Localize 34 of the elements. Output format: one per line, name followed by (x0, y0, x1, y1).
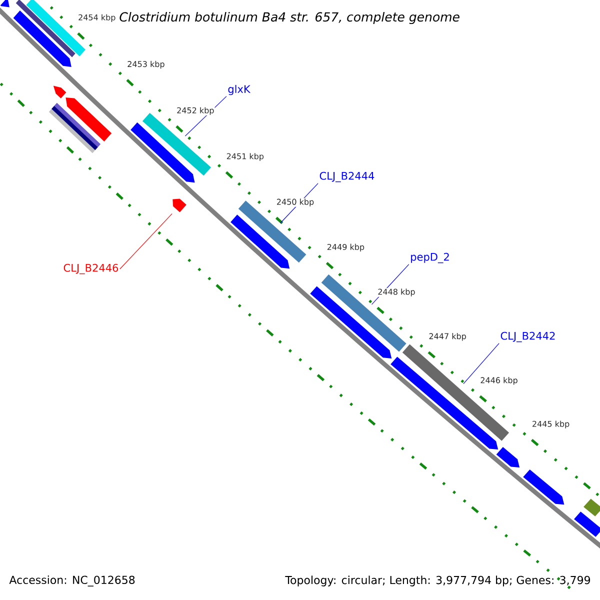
gene-label: pepD_2 (411, 252, 449, 264)
scale-label: 2452 kbp (176, 106, 215, 116)
scale-label: 2447 kbp (428, 332, 467, 342)
gene-feature (230, 214, 290, 269)
scale-label: 2451 kbp (226, 152, 265, 162)
footer-text: Topology: circular; Length: 3,977,794 bp; Genes: 3,799 (285, 576, 590, 586)
gene-feature (390, 356, 498, 450)
gene-label: CLJ_B2444 (320, 172, 374, 182)
scale-label: 2448 kbp (377, 288, 416, 297)
scale-label: 2445 kbp (531, 420, 570, 429)
leader-line (463, 343, 500, 384)
gene-bar (16, 0, 76, 58)
gene-feature (496, 447, 520, 468)
gene-feature (66, 97, 112, 142)
leader-line (120, 213, 172, 270)
gene-feature (13, 10, 72, 68)
gene-feature (0, 0, 10, 8)
gene-feature (53, 86, 66, 98)
gene-feature (172, 198, 186, 212)
gene-bar (48, 102, 100, 154)
gene-feature (574, 512, 600, 537)
scale-label: 2450 kbp (276, 198, 315, 207)
footer-text: Accession: NC_012658 (9, 576, 135, 586)
title: Clostridium botulinum Ba4 str. 657, complete genome (120, 12, 460, 24)
gene-feature (130, 122, 195, 183)
gene-bar (584, 498, 600, 516)
gene-label: glxK (228, 84, 251, 96)
gene-label: CLJ_B2446 (64, 264, 118, 274)
gene-label: CLJ_B2442 (500, 332, 555, 342)
scale-label: 2446 kbp (480, 376, 518, 386)
gene-feature (523, 470, 564, 505)
scale-label: 2449 kbp (326, 243, 366, 252)
scale-label: 2454 kbp (78, 14, 116, 22)
scale-label: 2453 kbp (126, 60, 166, 70)
